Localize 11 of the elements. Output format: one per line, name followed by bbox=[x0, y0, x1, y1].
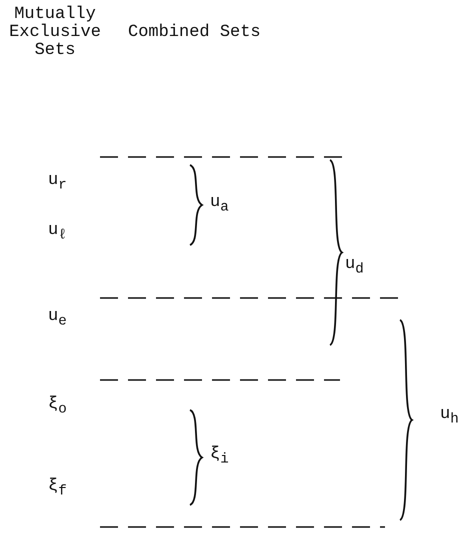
set-symbol: ξ$_{o}$ bbox=[48, 396, 67, 418]
set-symbol: ξ$_{f}$ bbox=[48, 478, 67, 500]
set-symbol: u$_{ℓ}$ bbox=[48, 222, 67, 244]
column-heading: Mutually Exclusive Sets bbox=[8, 6, 102, 60]
set-symbol: u$_{a}$ bbox=[210, 194, 229, 216]
set-symbol: ξ$_{i}$ bbox=[210, 446, 229, 468]
set-symbol: u$_{d}$ bbox=[345, 256, 364, 278]
column-heading: Combined Sets bbox=[128, 24, 261, 42]
set-symbol: u$_{e}$ bbox=[48, 308, 67, 330]
set-symbol: u$_{h}$ bbox=[440, 406, 459, 428]
set-symbol: u$_{r}$ bbox=[48, 172, 67, 194]
